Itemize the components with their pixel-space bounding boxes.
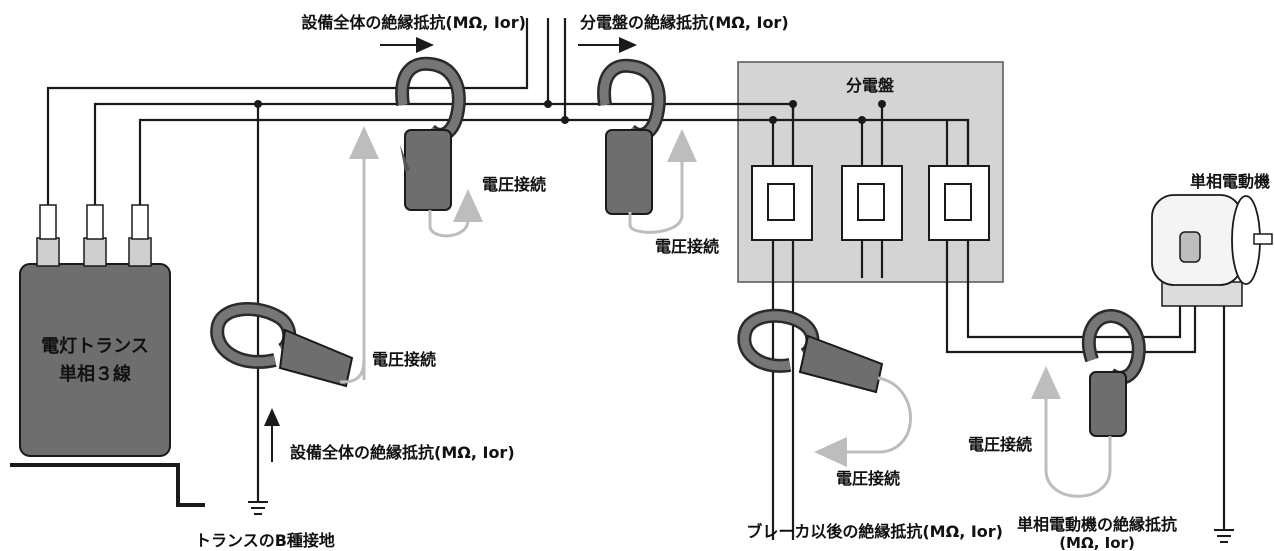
clamp-meter-3: [210, 302, 354, 388]
breaker-2: [841, 165, 903, 241]
label-voltage-conn-4: 電圧接続: [836, 469, 900, 488]
label-voltage-conn-1: 電圧接続: [482, 175, 546, 194]
single-phase-motor: [1151, 194, 1273, 307]
label-motor-title: 単相電動機: [1190, 172, 1270, 191]
label-voltage-conn-5: 電圧接続: [968, 435, 1032, 454]
voltage-leads: [339, 126, 1112, 498]
label-total-insulation-top: 設備全体の絶縁抵抗(MΩ, Ior): [301, 13, 526, 32]
ground-symbol-motor: [1214, 529, 1234, 543]
breaker-3: [928, 165, 990, 241]
clamp-meter-5: [1081, 309, 1146, 437]
label-motor-insulation-line2: (MΩ, Ior): [1059, 534, 1135, 551]
breaker-1: [751, 165, 813, 241]
label-panel-insulation: 分電盤の絶縁抵抗(MΩ, Ior): [580, 13, 789, 32]
label-voltage-conn-3: 電圧接続: [372, 350, 436, 369]
label-panel-title: 分電盤: [846, 76, 895, 95]
clamp-meter-4: [737, 308, 884, 394]
floor-line: [10, 463, 205, 507]
main-wires: [46, 18, 1226, 540]
ground-symbol-transformer: [248, 501, 268, 515]
clamp-meter-1: [395, 56, 466, 211]
label-voltage-conn-2: 電圧接続: [655, 237, 719, 256]
label-total-insulation-bottom: 設備全体の絶縁抵抗(MΩ, Ior): [290, 443, 515, 462]
label-breaker-insulation: ブレーカ以後の絶縁抵抗(MΩ, Ior): [746, 522, 1003, 541]
label-b-type-ground: トランスのB種接地: [195, 531, 335, 550]
label-motor-insulation-line1: 単相電動機の絶縁抵抗: [1017, 515, 1177, 534]
label-transformer-line2: 単相３線: [59, 363, 131, 385]
clamp-meter-2: [597, 58, 666, 215]
label-transformer-line1: 電灯トランス: [41, 336, 149, 357]
transformer: [19, 204, 171, 457]
